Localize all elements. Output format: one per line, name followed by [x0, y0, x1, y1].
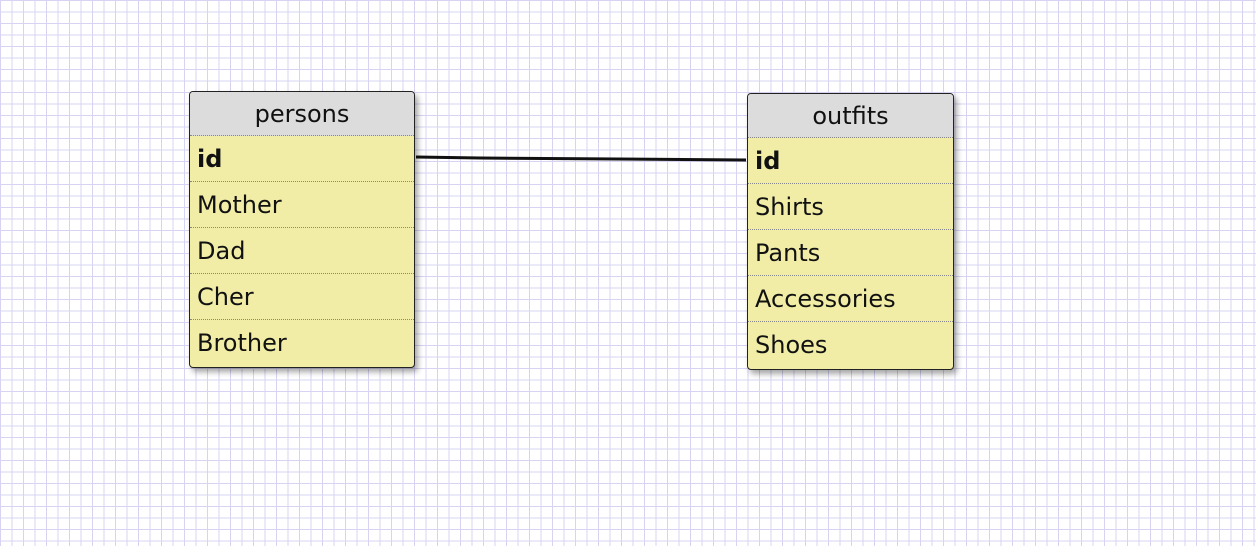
- field-outfits-pants[interactable]: Pants: [748, 230, 953, 276]
- field-outfits-id[interactable]: id: [748, 138, 953, 184]
- field-outfits-accessories[interactable]: Accessories: [748, 276, 953, 322]
- field-outfits-shoes[interactable]: Shoes: [755, 331, 828, 359]
- field-persons-brother[interactable]: Brother: [197, 329, 287, 357]
- relationship-line-persons-outfits[interactable]: [415, 155, 747, 162]
- table-persons[interactable]: persons id Mother Dad Cher Brother: [189, 91, 415, 368]
- table-header-persons[interactable]: persons: [190, 92, 414, 136]
- table-header-outfits[interactable]: outfits: [748, 94, 953, 138]
- field-persons-id[interactable]: id: [190, 136, 414, 182]
- field-persons-cher[interactable]: Cher: [190, 274, 414, 320]
- field-persons-dad[interactable]: Dad: [190, 228, 414, 274]
- field-persons-mother[interactable]: Mother: [190, 182, 414, 228]
- table-outfits[interactable]: outfits id Shirts Pants Accessories Shoe…: [747, 93, 954, 370]
- field-outfits-shirts[interactable]: Shirts: [748, 184, 953, 230]
